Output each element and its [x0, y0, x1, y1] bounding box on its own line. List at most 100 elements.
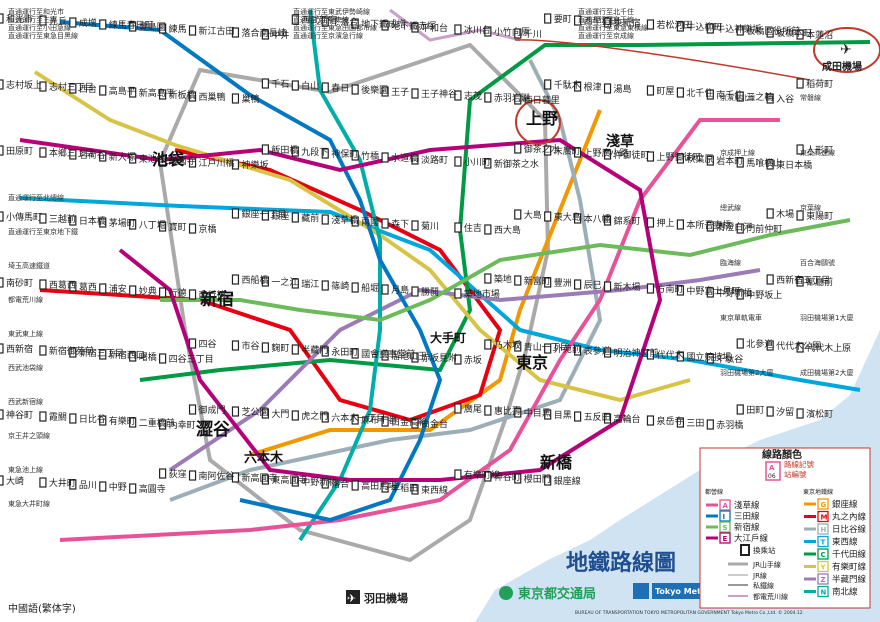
station-label[interactable]: 中野新橋 — [301, 476, 337, 488]
station-label[interactable]: 荻窪 — [169, 468, 187, 480]
station-label[interactable]: 赤坂 — [464, 355, 482, 366]
station-label[interactable]: 四谷 — [199, 339, 217, 350]
station-label[interactable]: 神保町 — [331, 148, 358, 160]
station-label[interactable]: 新宿三丁目 — [79, 347, 124, 359]
station-label[interactable]: 落合 — [331, 478, 349, 490]
station-label[interactable]: 汐留 — [776, 406, 794, 418]
station-label[interactable]: 湯島 — [614, 83, 632, 95]
station-label[interactable]: 日本橋 — [79, 215, 106, 227]
station-label[interactable]: 西巢鴨 — [199, 91, 226, 103]
station-label[interactable]: 有樂町 — [109, 415, 136, 427]
station-label[interactable]: 要町 — [554, 14, 572, 25]
station-label[interactable]: 四谷三丁目 — [169, 354, 214, 365]
station-label[interactable]: 早稻田 — [391, 483, 418, 494]
station-label[interactable]: 高島平 — [109, 85, 136, 97]
station-label[interactable]: 有樂町線 — [464, 469, 500, 481]
station-label[interactable]: 新宿西口 — [109, 349, 145, 361]
station-label[interactable]: 仲御徒町 — [614, 149, 650, 161]
station-label[interactable]: 濱松町 — [806, 408, 833, 420]
station-label[interactable]: 練馬春日町 — [109, 19, 154, 31]
station-label[interactable]: 志茂 — [464, 90, 482, 102]
station-label[interactable]: 九段下 — [301, 146, 328, 158]
station-label[interactable]: 品川 — [79, 480, 97, 491]
station-label[interactable]: 北參道 — [746, 338, 773, 350]
station-label[interactable]: 兩國 — [361, 217, 379, 228]
station-roppongi[interactable]: 六本木 — [244, 450, 284, 466]
station-label[interactable]: 小川町 — [464, 157, 491, 168]
station-label[interactable]: 代代木 — [656, 349, 683, 361]
station-label[interactable]: 泉岳寺 — [656, 415, 683, 427]
station-label[interactable]: 西武新宿 — [301, 14, 337, 26]
station-label[interactable]: 明治神宮前 — [614, 347, 659, 359]
station-label[interactable]: 三田 — [686, 418, 704, 429]
station-label[interactable]: 菊川 — [421, 221, 439, 232]
station-label[interactable]: 練馬 — [169, 23, 187, 35]
station-label[interactable]: 本八幡 — [584, 213, 611, 225]
station-label[interactable]: 八丁堀 — [139, 220, 166, 231]
station-label[interactable]: 西新宿五丁目 — [776, 274, 830, 286]
station-label[interactable]: 篠崎 — [331, 280, 349, 292]
station-label[interactable]: 勝鬨 — [421, 286, 439, 298]
station-label[interactable]: 三之輪 — [746, 91, 773, 103]
station-label[interactable]: 神樂坂 — [241, 159, 268, 171]
station-label[interactable]: 末廣町 — [554, 145, 581, 157]
station-label[interactable]: 北千住 — [686, 87, 713, 99]
station-label[interactable]: 一之江 — [271, 276, 298, 288]
station-label[interactable]: 千川 — [524, 29, 542, 40]
station-label[interactable]: 白金高輪 — [391, 416, 427, 428]
station-label[interactable]: 南阿佐谷 — [199, 470, 235, 482]
station-label[interactable]: 東日本橋 — [776, 159, 812, 171]
station-label[interactable]: 上野御徒町 — [656, 151, 701, 163]
station-label[interactable]: 西船橋 — [241, 274, 268, 286]
station-label[interactable]: 櫻田門 — [524, 473, 551, 485]
station-label[interactable]: 門前仲町 — [746, 223, 782, 235]
station-label[interactable]: 銀座線 — [554, 475, 581, 487]
station-label[interactable]: 竹橋 — [361, 150, 379, 162]
station-label[interactable]: 行德 — [169, 287, 187, 299]
station-shibuya[interactable]: 澀谷 — [196, 420, 231, 440]
station-label[interactable]: 東池袋 — [139, 153, 166, 165]
station-label[interactable]: 國立競技場 — [686, 351, 731, 363]
station-label[interactable]: 水道橋 — [391, 152, 418, 164]
station-label[interactable]: 赤羽岩淵 — [494, 92, 530, 104]
station-label[interactable]: 板橋區役所前 — [746, 25, 800, 37]
station-label[interactable]: 藏前 — [301, 212, 319, 224]
station-label[interactable]: 神谷町 — [494, 471, 521, 483]
station-label[interactable]: 船堀 — [361, 282, 379, 294]
station-label[interactable]: 市谷 — [241, 340, 259, 352]
station-label[interactable]: 代代木公園 — [776, 340, 821, 352]
station-label[interactable]: 岩本町 — [716, 155, 743, 167]
station-label[interactable]: 江戶川橋 — [199, 157, 235, 169]
station-label[interactable]: 東高圓寺 — [271, 474, 307, 486]
station-label[interactable]: 田町 — [746, 405, 764, 416]
station-label[interactable]: 西早稻田 — [584, 16, 620, 27]
station-label[interactable]: 王子 — [391, 87, 409, 98]
station-label[interactable]: 東西線 — [421, 484, 448, 496]
station-label[interactable]: 巢鴨 — [241, 93, 259, 105]
station-label[interactable]: 麻布十番 — [361, 414, 397, 426]
station-label[interactable]: 町屋 — [656, 86, 674, 97]
station-label[interactable]: 本所吾妻橋 — [686, 219, 731, 231]
station-label[interactable]: 三越前 — [49, 213, 76, 225]
station-label[interactable]: 飯田橋 — [271, 144, 298, 156]
station-label[interactable]: 新宿御苑前 — [49, 345, 94, 357]
station-label[interactable]: 辰巳 — [584, 280, 602, 291]
station-label[interactable]: 淺草橋 — [331, 214, 358, 226]
station-label[interactable]: 瑞江 — [301, 278, 319, 290]
station-label[interactable]: 內幸町 — [169, 420, 196, 431]
station-label[interactable]: 溜池山王 — [391, 350, 427, 362]
station-label[interactable]: 六本木一丁目 — [331, 412, 385, 424]
station-label[interactable]: 高圓寺 — [139, 483, 166, 495]
station-label[interactable]: 赤羽橋 — [716, 419, 743, 431]
station-label[interactable]: 浦安 — [109, 283, 127, 295]
station-label[interactable]: 押上 — [656, 217, 674, 229]
station-label[interactable]: 茅場町 — [109, 217, 136, 229]
station-label[interactable]: 妙典 — [139, 285, 157, 297]
station-label[interactable]: 中野坂上 — [746, 289, 782, 301]
station-label[interactable]: 曙橋 — [139, 351, 157, 363]
station-label[interactable]: 新大塚 — [109, 151, 136, 163]
station-label[interactable]: 上野廣小路 — [584, 147, 629, 159]
station-label[interactable]: 大島 — [524, 209, 542, 221]
station-label[interactable]: 乃木坂 — [494, 339, 521, 351]
station-label[interactable]: 永田町 — [331, 346, 358, 358]
